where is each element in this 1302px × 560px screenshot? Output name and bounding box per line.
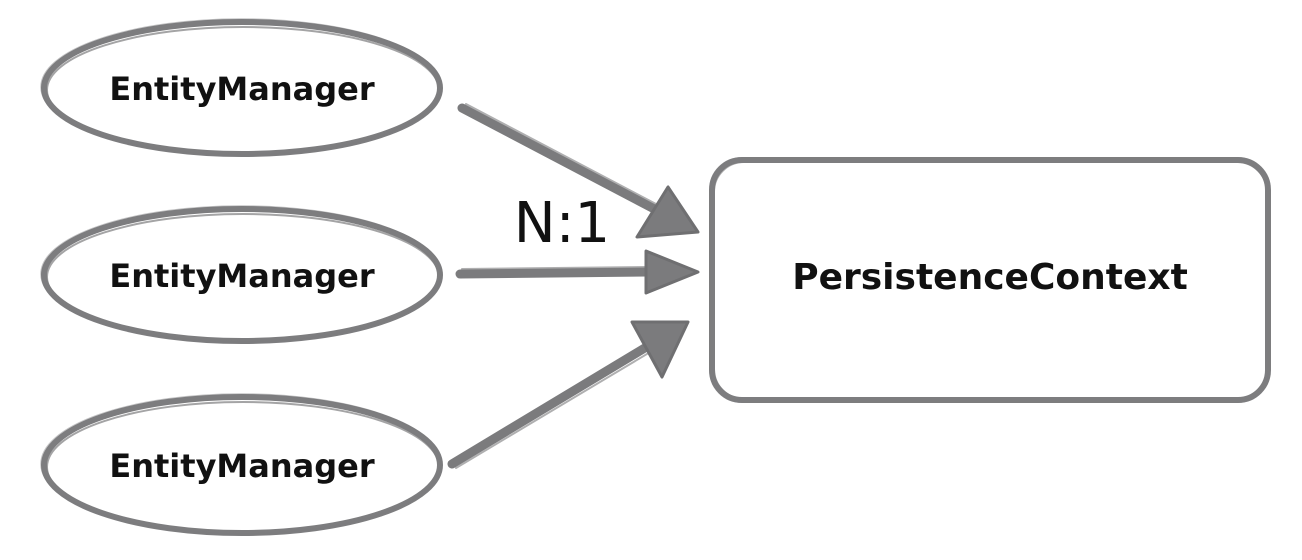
- persistence-context-label: PersistenceContext: [792, 257, 1188, 298]
- arrow-2: [455, 249, 700, 295]
- arrow-head-1: [635, 185, 700, 239]
- arrow-head-3: [630, 320, 690, 379]
- entity-manager-ellipse-1: [41, 19, 443, 157]
- persistence-context-node: PersistenceContext: [709, 157, 1271, 403]
- entity-manager-label-3: EntityManager: [109, 447, 374, 485]
- entity-manager-ellipse-3: [41, 394, 443, 536]
- relation-ratio-label: N:1: [514, 191, 610, 256]
- arrow-3: [447, 320, 690, 469]
- entity-manager-ellipse-2: [41, 206, 443, 344]
- entity-manager-node-2: EntityManager: [40, 205, 443, 344]
- entity-manager-label-2: EntityManager: [109, 257, 374, 295]
- entity-manager-node-3: EntityManager: [40, 393, 443, 536]
- arrow-head-2: [644, 249, 700, 295]
- arrow-1: [457, 103, 700, 239]
- entity-manager-label-1: EntityManager: [109, 70, 374, 108]
- entity-manager-node-1: EntityManager: [40, 18, 443, 157]
